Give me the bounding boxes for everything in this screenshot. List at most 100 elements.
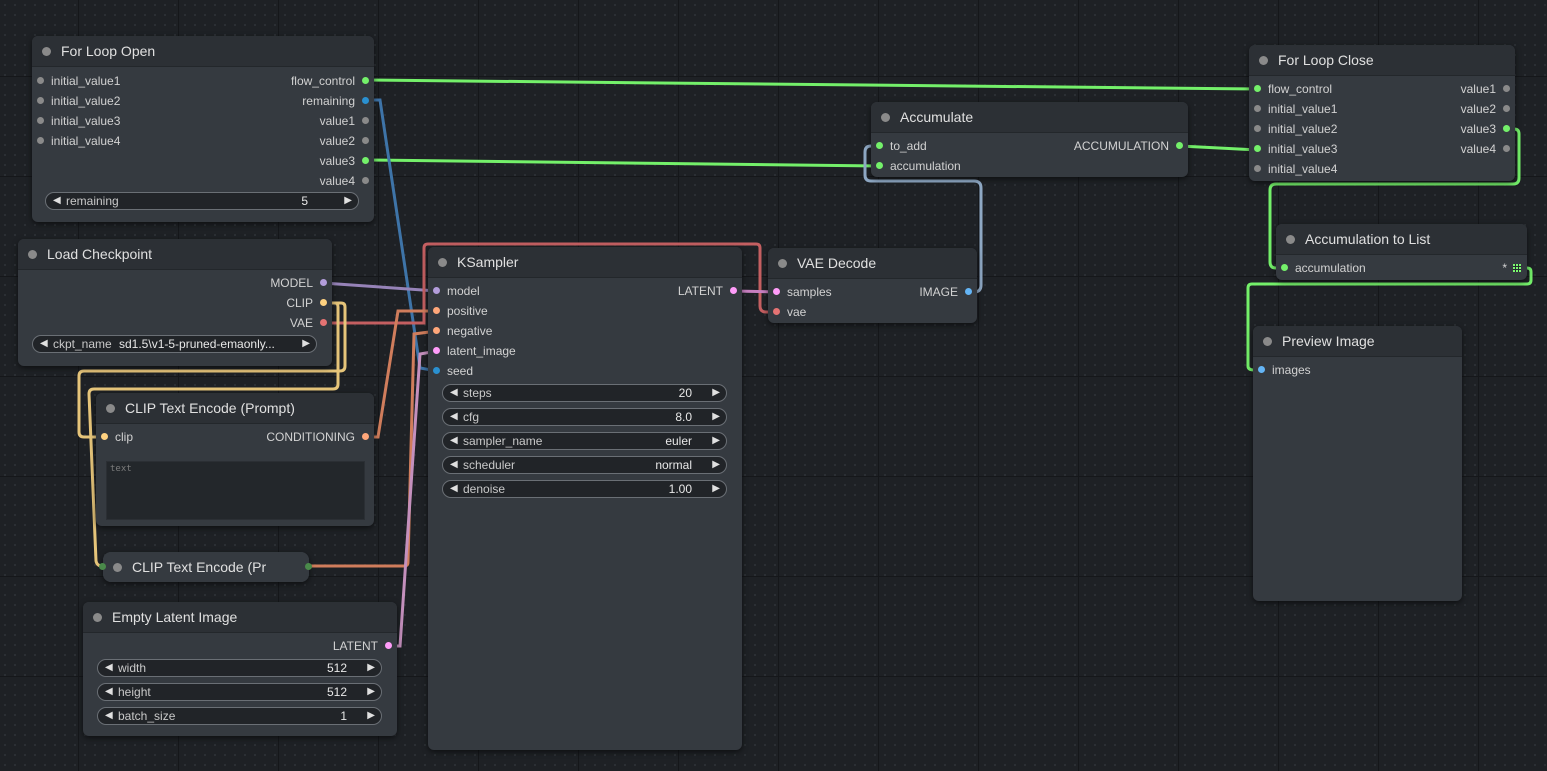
slot-dot[interactable] xyxy=(773,308,780,315)
remaining-widget[interactable]: ◀ remaining 5 ▶ xyxy=(45,192,359,210)
node-header[interactable]: For Loop Close xyxy=(1249,45,1515,76)
input-to-add[interactable]: to_add xyxy=(876,139,927,153)
collapsed-output-dot[interactable] xyxy=(305,563,312,570)
slot-dot[interactable] xyxy=(1254,85,1261,92)
slot-dot[interactable] xyxy=(1503,145,1510,152)
accumulate-node[interactable]: Accumulate to_add accumulation ACCUMULAT… xyxy=(871,102,1188,177)
input-initial-value3[interactable]: initial_value3 xyxy=(37,114,120,128)
empty-latent-image-node[interactable]: Empty Latent Image LATENT ◀ width 512 ▶ … xyxy=(83,602,397,736)
node-header[interactable]: Empty Latent Image xyxy=(83,602,397,633)
batch-size-widget[interactable]: ◀ batch_size 1 ▶ xyxy=(97,707,382,725)
output-value3[interactable]: value3 xyxy=(1461,122,1510,136)
input-initial-value1[interactable]: initial_value1 xyxy=(1254,102,1337,116)
cfg-widget[interactable]: ◀ cfg 8.0 ▶ xyxy=(442,408,727,426)
output-value2[interactable]: value2 xyxy=(320,134,369,148)
slot-dot[interactable] xyxy=(433,287,440,294)
next-arrow-icon[interactable]: ▶ xyxy=(712,459,720,470)
decrement-arrow-icon[interactable]: ◀ xyxy=(105,710,113,721)
next-arrow-icon[interactable]: ▶ xyxy=(712,435,720,446)
input-vae[interactable]: vae xyxy=(773,305,806,319)
slot-dot[interactable] xyxy=(320,319,327,326)
slot-dot[interactable] xyxy=(320,299,327,306)
clip-text-encode-node[interactable]: CLIP Text Encode (Prompt) clip CONDITION… xyxy=(96,393,374,526)
slot-dot[interactable] xyxy=(433,367,440,374)
slot-dot[interactable] xyxy=(101,433,108,440)
collapsed-input-dot[interactable] xyxy=(99,563,106,570)
clip-text-encode-collapsed-node[interactable]: CLIP Text Encode (Pr xyxy=(99,552,312,582)
input-model[interactable]: model xyxy=(433,284,480,298)
slot-dot[interactable] xyxy=(1503,125,1510,132)
slot-dot[interactable] xyxy=(433,327,440,334)
slot-dot[interactable] xyxy=(362,77,369,84)
output-value1[interactable]: value1 xyxy=(1461,82,1510,96)
collapse-dot[interactable] xyxy=(778,259,787,268)
sampler-name-widget[interactable]: ◀ sampler_name euler ▶ xyxy=(442,432,727,450)
previous-arrow-icon[interactable]: ◀ xyxy=(40,338,48,349)
output-flow-control[interactable]: flow_control xyxy=(291,74,369,88)
input-flow-control[interactable]: flow_control xyxy=(1254,82,1332,96)
collapse-dot[interactable] xyxy=(1259,56,1268,65)
slot-dot[interactable] xyxy=(1254,125,1261,132)
denoise-widget[interactable]: ◀ denoise 1.00 ▶ xyxy=(442,480,727,498)
slot-dot[interactable] xyxy=(1176,142,1183,149)
increment-arrow-icon[interactable]: ▶ xyxy=(712,411,720,422)
steps-widget[interactable]: ◀ steps 20 ▶ xyxy=(442,384,727,402)
slot-dot[interactable] xyxy=(1503,105,1510,112)
output-latent[interactable]: LATENT xyxy=(678,284,737,298)
accumulation-to-list-node[interactable]: Accumulation to List accumulation * xyxy=(1276,224,1527,280)
input-clip[interactable]: clip xyxy=(101,430,133,444)
load-checkpoint-node[interactable]: Load Checkpoint MODEL CLIP VAE ◀ ckpt_na… xyxy=(18,239,332,366)
output-value1[interactable]: value1 xyxy=(320,114,369,128)
slot-dot[interactable] xyxy=(385,642,392,649)
slot-dot[interactable] xyxy=(362,137,369,144)
for-loop-close-node[interactable]: For Loop Close flow_control initial_valu… xyxy=(1249,45,1515,181)
input-initial-value2[interactable]: initial_value2 xyxy=(1254,122,1337,136)
output-clip[interactable]: CLIP xyxy=(286,296,327,310)
previous-arrow-icon[interactable]: ◀ xyxy=(450,459,458,470)
input-samples[interactable]: samples xyxy=(773,285,832,299)
next-arrow-icon[interactable]: ▶ xyxy=(302,338,310,349)
output-any[interactable]: * xyxy=(1502,261,1507,275)
output-value3[interactable]: value3 xyxy=(320,154,369,168)
increment-arrow-icon[interactable]: ▶ xyxy=(712,387,720,398)
increment-arrow-icon[interactable]: ▶ xyxy=(367,686,375,697)
output-remaining[interactable]: remaining xyxy=(302,94,369,108)
height-widget[interactable]: ◀ height 512 ▶ xyxy=(97,683,382,701)
decrement-arrow-icon[interactable]: ◀ xyxy=(450,483,458,494)
node-header[interactable]: Accumulate xyxy=(871,102,1188,133)
collapse-dot[interactable] xyxy=(106,404,115,413)
for-loop-open-node[interactable]: For Loop Open initial_value1 initial_val… xyxy=(32,36,374,222)
decrement-arrow-icon[interactable]: ◀ xyxy=(53,195,61,206)
slot-dot[interactable] xyxy=(773,288,780,295)
slot-dot[interactable] xyxy=(876,142,883,149)
collapse-dot[interactable] xyxy=(1286,235,1295,244)
input-accumulation[interactable]: accumulation xyxy=(1281,261,1366,275)
output-image[interactable]: IMAGE xyxy=(919,285,972,299)
slot-dot[interactable] xyxy=(37,137,44,144)
increment-arrow-icon[interactable]: ▶ xyxy=(344,195,352,206)
node-header[interactable]: Accumulation to List xyxy=(1276,224,1527,255)
collapse-dot[interactable] xyxy=(881,113,890,122)
input-negative[interactable]: negative xyxy=(433,324,492,338)
slot-dot[interactable] xyxy=(37,77,44,84)
previous-arrow-icon[interactable]: ◀ xyxy=(450,435,458,446)
slot-dot[interactable] xyxy=(37,117,44,124)
input-latent-image[interactable]: latent_image xyxy=(433,344,516,358)
slot-dot[interactable] xyxy=(362,97,369,104)
slot-dot[interactable] xyxy=(1254,105,1261,112)
ksampler-node[interactable]: KSampler model positive negative latent_… xyxy=(428,247,742,750)
collapse-dot[interactable] xyxy=(1263,337,1272,346)
slot-dot[interactable] xyxy=(876,162,883,169)
increment-arrow-icon[interactable]: ▶ xyxy=(712,483,720,494)
input-initial-value1[interactable]: initial_value1 xyxy=(37,74,120,88)
node-header[interactable]: CLIP Text Encode (Prompt) xyxy=(96,393,374,424)
width-widget[interactable]: ◀ width 512 ▶ xyxy=(97,659,382,677)
collapse-dot[interactable] xyxy=(113,563,122,572)
input-initial-value4[interactable]: initial_value4 xyxy=(37,134,120,148)
collapse-dot[interactable] xyxy=(28,250,37,259)
slot-dot[interactable] xyxy=(362,117,369,124)
output-model[interactable]: MODEL xyxy=(270,276,327,290)
input-images[interactable]: images xyxy=(1258,363,1311,377)
list-output-grid-icon[interactable] xyxy=(1513,264,1521,272)
node-header[interactable]: For Loop Open xyxy=(32,36,374,67)
